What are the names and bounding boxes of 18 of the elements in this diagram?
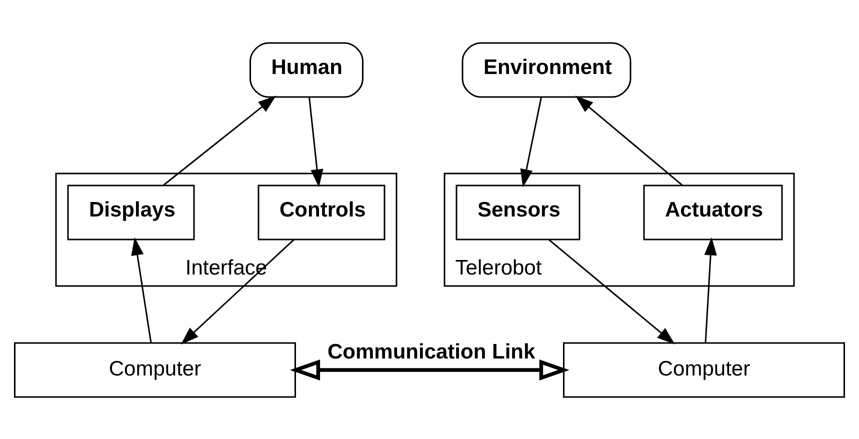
node-box: Environment — [462, 42, 632, 98]
arrow — [548, 238, 675, 344]
node-box: Controls — [258, 184, 386, 240]
arrow — [308, 96, 324, 187]
node-box: Displays — [67, 184, 195, 240]
node-box: Sensors — [456, 184, 580, 240]
node-box: Computer — [563, 342, 845, 398]
edge-label: Communication Link — [328, 340, 536, 363]
arrow — [131, 236, 152, 343]
node-box: Human — [250, 42, 364, 98]
arrow — [290, 358, 570, 380]
node-box: Actuators — [643, 184, 783, 240]
arrow — [575, 95, 683, 186]
arrow — [704, 236, 717, 342]
arrow — [180, 238, 295, 344]
arrow — [163, 95, 276, 186]
node-box: Computer — [14, 342, 296, 398]
arrow — [520, 96, 542, 187]
